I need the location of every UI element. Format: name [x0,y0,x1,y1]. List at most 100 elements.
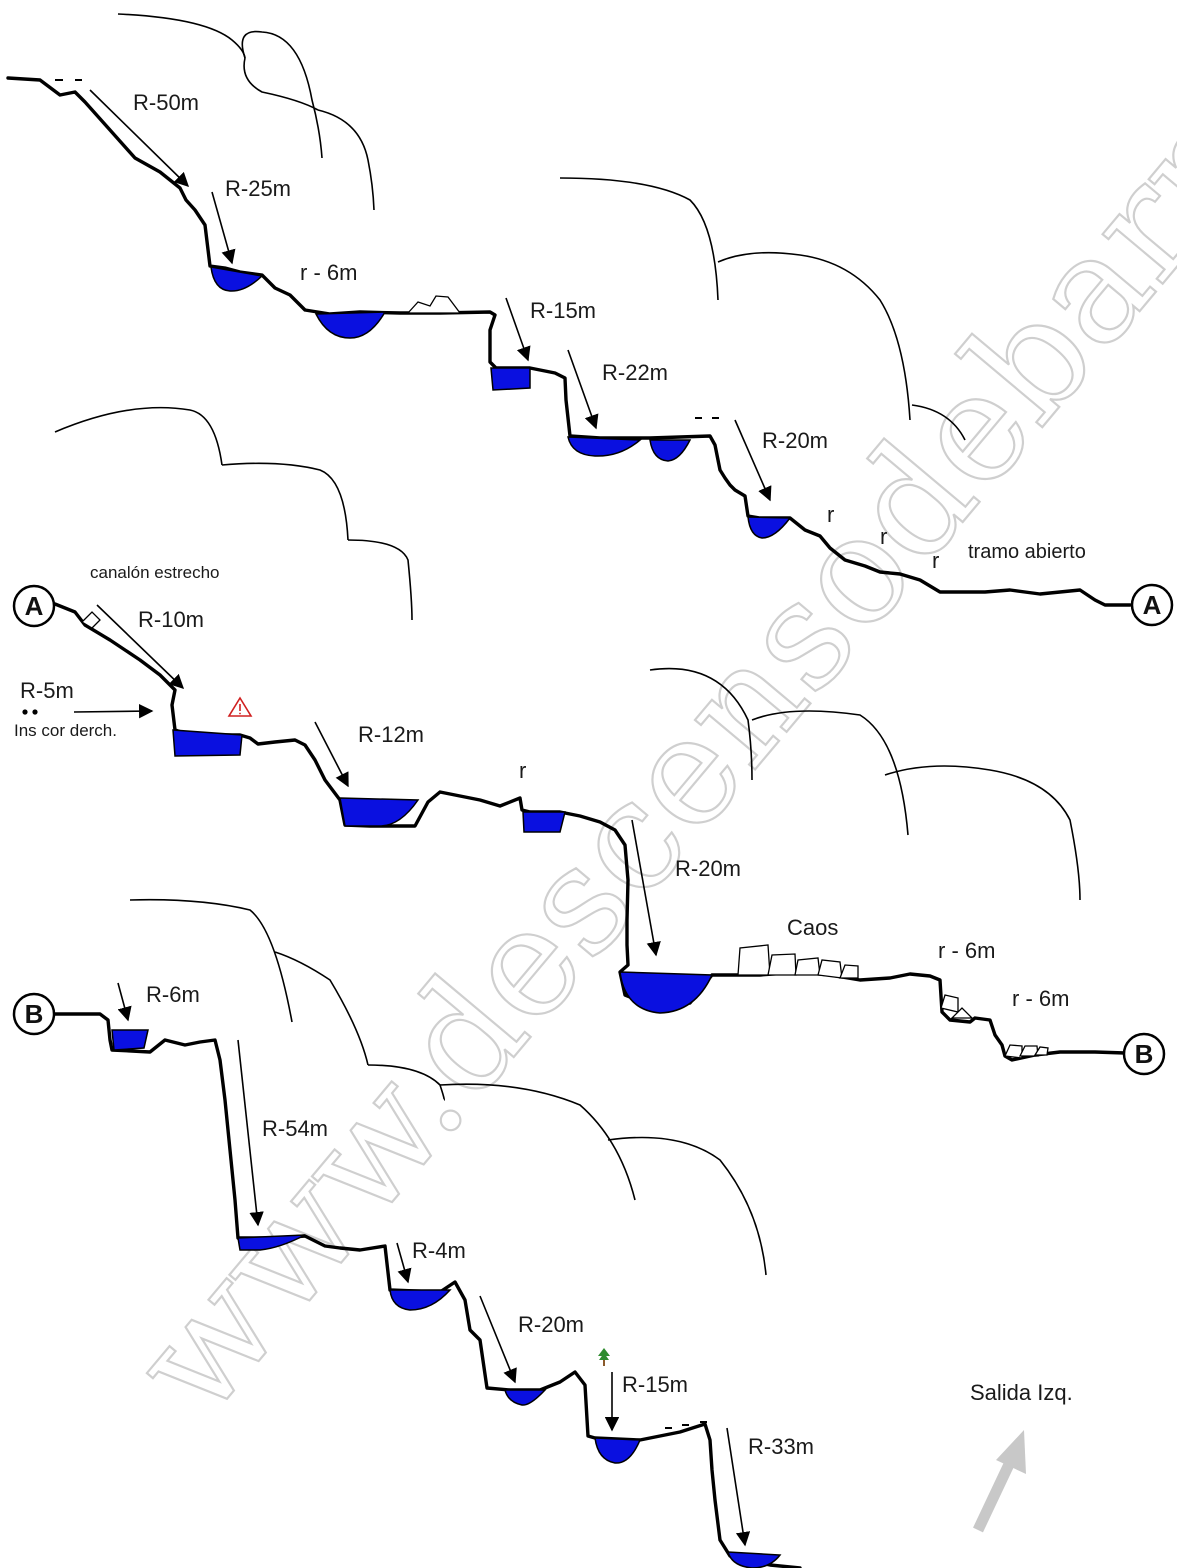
rock-block [1004,1044,1023,1059]
pool [111,1029,149,1051]
rappel-label: R-12m [358,722,424,747]
rappel-arrow [211,191,236,265]
rappel-label: R-33m [748,1434,814,1459]
wall-line [317,109,375,211]
wall-line [221,462,349,541]
rappel-label: R-5m [20,678,74,703]
section-note: tramo abierto [968,541,1086,563]
rock-block [80,611,101,629]
rappel-arrow [479,1295,517,1384]
canyon-profile-2 [53,602,1127,1062]
tree-icon [598,1348,610,1366]
wall-line [751,710,909,836]
wall-line [367,1064,445,1101]
wall-line [884,765,1081,901]
wall-line [129,898,293,1023]
pool [339,797,420,827]
rappel-label: R-10m [138,607,204,632]
rappel-arrow [631,819,661,957]
section-note: Caos [787,915,838,940]
pool [314,311,387,339]
small-drop-label: r [880,524,887,549]
rappel-arrow [314,721,349,788]
rappel-label: R-6m [146,982,200,1007]
wall-line [347,539,413,621]
anchor-note: Ins cor derch. [14,721,117,740]
wall-line [243,57,319,111]
svg-text:B: B [1135,1039,1154,1069]
pool [747,516,792,539]
small-drop-label: r [827,502,834,527]
rappel-arrow [726,1427,751,1547]
rappel-label: R-4m [412,1238,466,1263]
rappel-label: R-20m [518,1312,584,1337]
wall-line [117,13,246,59]
rappel-label: R-22m [602,360,668,385]
rock-block [940,994,959,1013]
pool [522,811,566,833]
rappel-label: r - 6m [1012,986,1069,1011]
wall-line [911,404,966,441]
section-2: canalón estrecho R-10m R-5m Ins cor derc… [12,406,1166,1076]
rappel-arrow [734,419,772,502]
section-note: canalón estrecho [90,563,219,582]
rappel-label: R-20m [762,428,828,453]
wall-line [559,177,719,301]
small-drop-label: r [932,548,939,573]
marker-b-right: B [1122,1032,1166,1076]
rappel-label: R-15m [622,1372,688,1397]
watermark: www.descensodebarrancos.com [99,0,1177,1448]
rock-block [950,1007,974,1019]
crest-dots [665,1421,707,1429]
wall-line [439,1083,636,1201]
rappel-arrow [237,1039,264,1227]
small-drop-label: r [519,758,526,783]
rock-block [1033,1046,1049,1056]
anchor-dots-icon [22,709,38,715]
rappel-arrow [117,982,132,1022]
pool [237,1234,306,1251]
pool [504,1389,547,1406]
wall-line [717,251,911,421]
rock-block [794,957,821,976]
pool [594,1437,642,1464]
wall-line [274,951,369,1066]
marker-a-right: A [1130,583,1174,627]
rock-block [767,953,797,976]
exit-arrow-icon [973,1430,1026,1533]
pool [649,439,692,462]
canyon-profile-1 [6,76,1132,607]
section-1: R-50m R-25m r - 6m R-15m R-22m R-20m r r… [6,13,1174,627]
rock-block [406,295,462,314]
rappel-arrow [89,89,190,188]
rappel-label: R-54m [262,1116,328,1141]
svg-text:A: A [1143,590,1162,620]
pool [490,367,531,391]
svg-text:A: A [25,591,44,621]
section-3: R-6m R-54m R-4m R-20m R-15m R-33m Salida… [12,898,1073,1568]
wall-line [54,406,223,466]
marker-b-left: B [12,992,56,1036]
rappel-label: r - 6m [938,938,995,963]
pool [389,1289,452,1311]
exit-label: Salida Izq. [970,1380,1073,1405]
wall-line [241,30,323,159]
pool [210,266,264,292]
warning-triangle-icon [227,696,253,717]
rappel-arrow [505,297,531,362]
wall-line [649,667,753,781]
rappel-label: r - 6m [300,260,357,285]
rock-block [839,964,859,979]
wall-line [607,1136,767,1276]
svg-text:B: B [25,999,44,1029]
rappel-label: R-50m [133,90,199,115]
rock-block [1018,1045,1039,1057]
pool [619,971,714,1014]
rock-block [737,944,771,976]
rappel-arrow [567,349,599,430]
canyon-profile-3 [53,1012,802,1568]
rappel-label: R-25m [225,176,291,201]
rappel-label: R-20m [675,856,741,881]
rappel-label: R-15m [530,298,596,323]
